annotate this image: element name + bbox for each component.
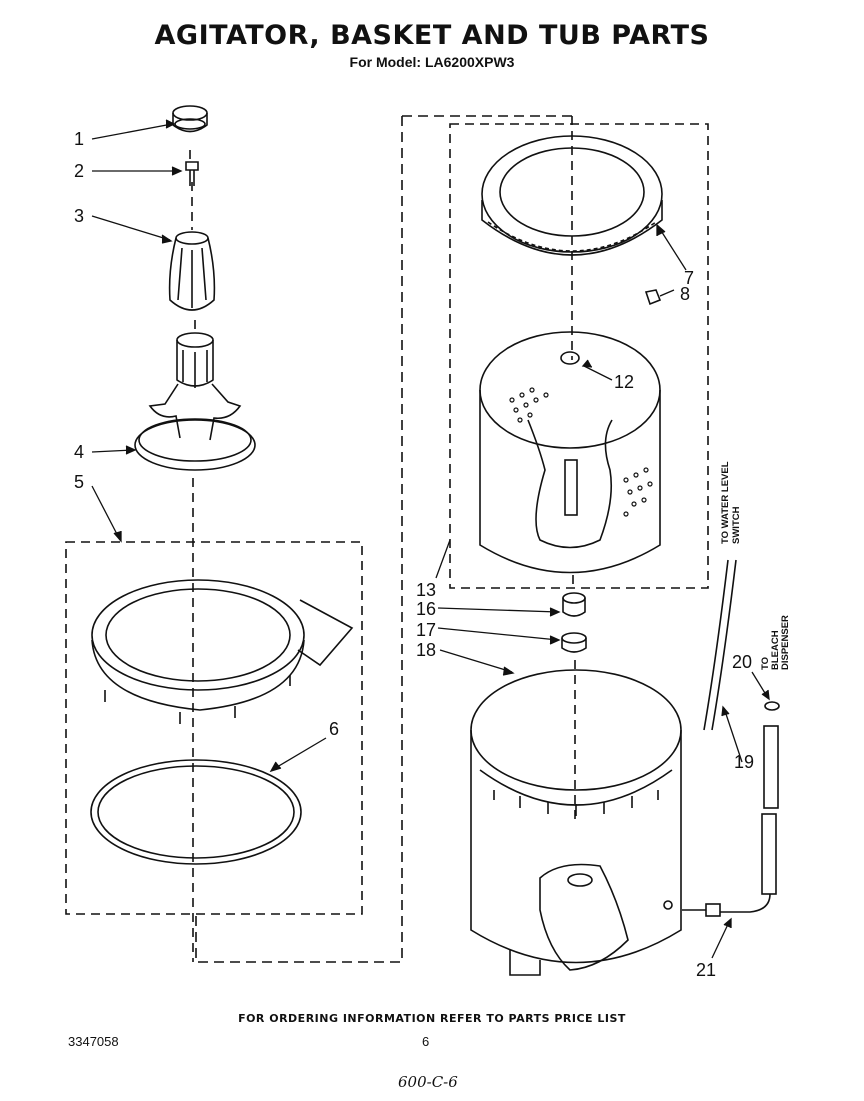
callout-18: 18 <box>416 640 436 660</box>
callout-19: 19 <box>734 752 754 772</box>
drive-bell-part <box>562 592 586 617</box>
callout-8: 8 <box>680 284 690 304</box>
part-13-group-box <box>449 123 709 589</box>
callout-2: 2 <box>74 161 84 181</box>
water-level-note-line1: TO WATER LEVEL <box>720 461 731 544</box>
callout-4: 4 <box>74 442 84 462</box>
callout-20: 20 <box>732 652 752 672</box>
seal-ring-part <box>90 759 302 865</box>
callout-17: 17 <box>416 620 436 640</box>
hub-nut-part <box>561 632 587 653</box>
page-number: 6 <box>422 1034 430 1049</box>
bleach-note-line2: BLEACH <box>770 630 781 670</box>
callout-1: 1 <box>74 129 84 149</box>
water-level-hose-part <box>711 559 737 731</box>
callout-13: 13 <box>416 580 436 600</box>
bleach-hose-part <box>682 701 780 917</box>
callout-21: 21 <box>696 960 716 980</box>
balance-ring-part <box>481 135 663 256</box>
callout-leaders <box>91 119 770 959</box>
agitator-part <box>134 332 256 471</box>
callout-16: 16 <box>416 599 436 619</box>
bleach-note-line1: TO <box>760 657 771 670</box>
callout-12: 12 <box>614 372 634 392</box>
document-number: 3347058 <box>68 1034 119 1049</box>
callout-7: 7 <box>684 268 694 288</box>
basket-perforations <box>509 387 653 517</box>
wash-basket-part <box>479 331 661 574</box>
ordering-note: FOR ORDERING INFORMATION REFER TO PARTS … <box>238 1012 626 1025</box>
agitator-barrel-part <box>168 231 216 311</box>
page-title: AGITATOR, BASKET AND TUB PARTS <box>154 20 710 51</box>
bolt-part <box>185 161 199 186</box>
callout-5: 5 <box>74 472 84 492</box>
clip-part <box>644 289 662 306</box>
callout-6: 6 <box>329 719 339 739</box>
tub-ring-part <box>91 579 354 724</box>
outer-tub-part <box>470 669 682 976</box>
assembly-dashed-loop <box>195 115 572 963</box>
left-axis-line <box>189 150 196 962</box>
water-level-note-line2: SWITCH <box>731 506 742 544</box>
part-5-group-box <box>65 541 363 915</box>
right-axis-line <box>571 116 576 820</box>
agitator-cap-part <box>172 105 208 133</box>
model-subtitle: For Model: LA6200XPW3 <box>349 54 515 70</box>
handwritten-note: 600-C-6 <box>398 1073 458 1091</box>
callout-3: 3 <box>74 206 84 226</box>
bleach-note-line3: DISPENSER <box>780 615 791 670</box>
